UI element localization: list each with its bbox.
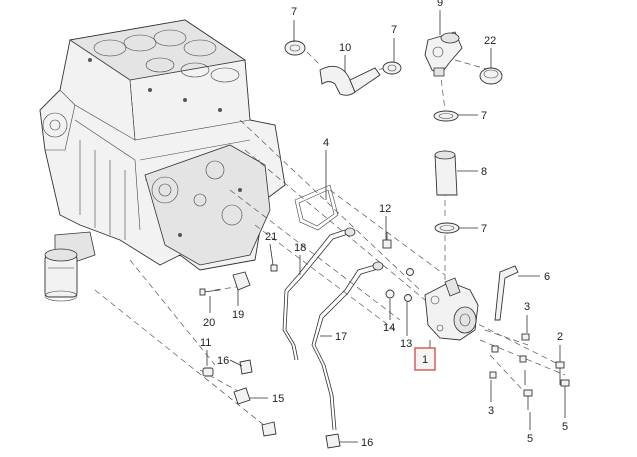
nuts-cluster xyxy=(489,345,527,379)
callout-3b[interactable]: 3 xyxy=(488,405,494,417)
oil-filter xyxy=(44,231,96,302)
callout-11[interactable]: 11 xyxy=(200,337,211,349)
hose-clamp-7-mid xyxy=(382,61,402,75)
callout-22[interactable]: 22 xyxy=(484,35,496,47)
callout-15[interactable]: 15 xyxy=(272,393,284,405)
fitting-16-left xyxy=(239,359,253,375)
callout-9[interactable]: 9 xyxy=(437,0,443,9)
callout-6[interactable]: 6 xyxy=(544,271,550,283)
fitting-bottom xyxy=(261,421,277,437)
water-pump-1 xyxy=(424,277,479,341)
callouts: 7 7 9 22 10 7 8 7 4 12 6 3 2 3 5 5 1 13 … xyxy=(200,0,568,449)
fitting-11 xyxy=(202,367,214,377)
callout-7a[interactable]: 7 xyxy=(291,6,297,18)
thermostat-housing-9 xyxy=(424,31,463,77)
bolt-5-left xyxy=(523,389,533,410)
hose-8 xyxy=(434,150,458,196)
hose-10 xyxy=(319,66,381,96)
callout-18[interactable]: 18 xyxy=(294,242,306,254)
callout-14[interactable]: 14 xyxy=(383,322,395,334)
callout-21[interactable]: 21 xyxy=(265,231,277,243)
elbow-15 xyxy=(233,387,251,405)
fitting-16-bottom xyxy=(325,433,341,449)
bolt-20 xyxy=(199,288,221,296)
highlight-box-1[interactable] xyxy=(414,347,436,371)
hose-clamp-7-r1 xyxy=(433,110,459,122)
pin-21 xyxy=(270,264,278,272)
engine-block xyxy=(39,19,286,271)
pipe-17 xyxy=(311,261,384,431)
callout-10[interactable]: 10 xyxy=(339,42,351,54)
callout-20[interactable]: 20 xyxy=(203,317,215,329)
bolt-12 xyxy=(382,232,392,249)
leader-lines xyxy=(206,10,566,443)
callout-4[interactable]: 4 xyxy=(323,137,329,149)
nut-3-upper xyxy=(521,333,530,341)
hose-clamp-7-r2 xyxy=(434,222,460,234)
gasket-4 xyxy=(294,184,339,231)
callout-7b[interactable]: 7 xyxy=(391,24,397,36)
washers-13-14 xyxy=(385,268,414,302)
callout-12[interactable]: 12 xyxy=(379,203,391,215)
hose-clamp-7-top xyxy=(284,40,306,56)
callout-19[interactable]: 19 xyxy=(232,309,244,321)
plug-22 xyxy=(479,67,503,85)
bracket-6 xyxy=(494,265,519,321)
callout-17[interactable]: 17 xyxy=(335,331,347,343)
callout-2[interactable]: 2 xyxy=(557,331,563,343)
fitting-19 xyxy=(232,271,251,291)
callout-1[interactable]: 1 xyxy=(422,354,428,366)
callout-5a[interactable]: 5 xyxy=(527,433,533,445)
callout-7d[interactable]: 7 xyxy=(481,223,487,235)
bolt-5-right xyxy=(560,379,570,412)
callout-5b[interactable]: 5 xyxy=(562,421,568,433)
pipe-18 xyxy=(282,227,356,361)
callout-16b[interactable]: 16 xyxy=(361,437,373,449)
callout-3a[interactable]: 3 xyxy=(524,301,530,313)
callout-13[interactable]: 13 xyxy=(400,338,412,350)
callout-7c[interactable]: 7 xyxy=(481,110,487,122)
callout-16a[interactable]: 16 xyxy=(217,355,229,367)
callout-8[interactable]: 8 xyxy=(481,166,487,178)
